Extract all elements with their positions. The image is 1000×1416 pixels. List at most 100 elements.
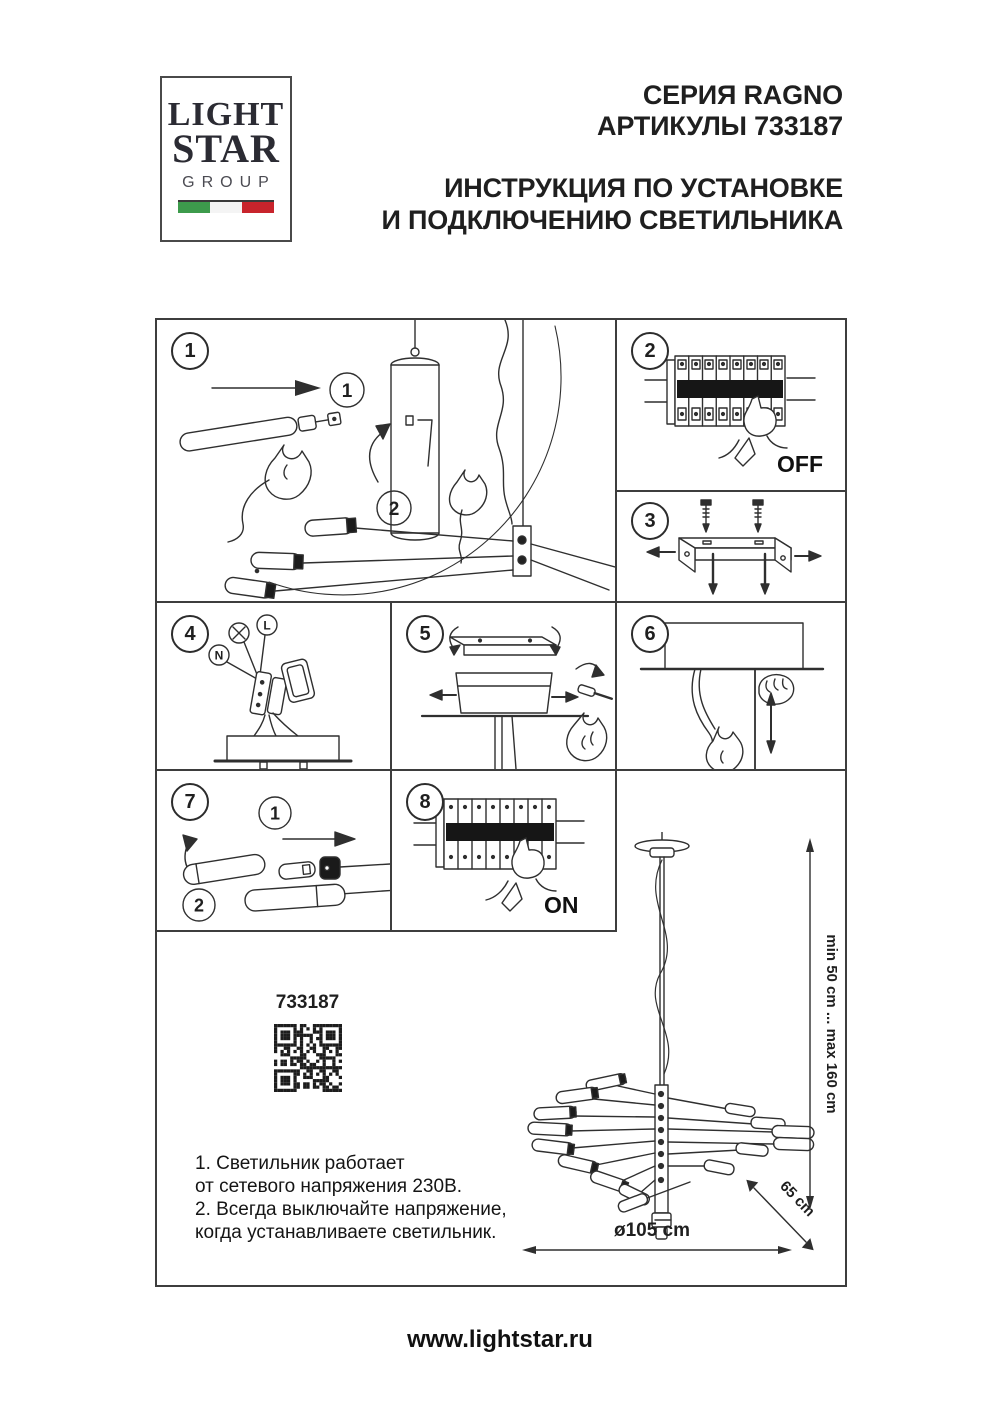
mounting-screws xyxy=(700,499,764,533)
suspension-cables xyxy=(495,320,524,527)
height-dimension: min 50 cm ... max 160 cm xyxy=(806,838,840,1210)
note-line: от сетевого напряжения 230В. xyxy=(195,1176,463,1197)
terminal-leads xyxy=(226,634,266,680)
terminal-block-drawing xyxy=(249,658,316,716)
insert-arrow-icon xyxy=(282,831,356,847)
italian-flag-icon xyxy=(178,200,274,213)
svg-text:2: 2 xyxy=(389,499,400,520)
panel-7: 7 1 2 xyxy=(157,771,390,930)
svg-text:N: N xyxy=(215,649,224,663)
svg-text:1: 1 xyxy=(270,804,280,824)
terminal-l-label: L xyxy=(256,614,278,636)
step-2-badge: 2 xyxy=(376,490,412,526)
grid-line xyxy=(157,769,845,771)
lamp-tube-b xyxy=(244,883,390,912)
left-hand-icon xyxy=(227,444,312,543)
off-label: OFF xyxy=(777,451,823,477)
side-arrows xyxy=(646,546,822,562)
instruction-title-line2: И ПОДКЛЮЧЕНИЮ СВЕТИЛЬНИКА xyxy=(381,205,844,235)
central-rod-drawing xyxy=(390,320,440,541)
height-range-label: min 50 cm ... max 160 cm xyxy=(823,934,840,1113)
note-line: когда устанавливаете светильник. xyxy=(195,1222,497,1243)
logo-text-group: GROUP xyxy=(182,174,276,191)
panel-1-drawing: 2 1 xyxy=(179,320,615,599)
panel-4-number: 4 xyxy=(171,615,209,653)
chandelier-canopy xyxy=(634,832,690,858)
product-code: 733187 xyxy=(275,992,340,1013)
website-url: www.lightstar.ru xyxy=(407,1326,593,1353)
screwdriver-icon xyxy=(575,662,613,700)
panel-6-drawing xyxy=(639,622,825,769)
panel-2-drawing: OFF xyxy=(644,355,823,477)
breaker-panel-drawing xyxy=(413,798,585,870)
radial-lamp-tubes xyxy=(224,517,514,599)
canopy-drawing xyxy=(420,672,590,769)
panel-2: 2 xyxy=(617,320,845,490)
grid-line xyxy=(615,490,845,492)
bracket-drawing xyxy=(449,636,557,656)
panel-7-drawing: 1 2 xyxy=(182,796,390,922)
on-label: ON xyxy=(544,892,579,918)
panel-1: 1 xyxy=(157,320,615,601)
step-1-badge: 1 xyxy=(258,796,292,830)
grid-line xyxy=(615,320,617,932)
note-line: 2. Всегда выключайте напряжение, xyxy=(195,1199,507,1220)
panel-6-number: 6 xyxy=(631,615,669,653)
step-1-badge: 1 xyxy=(329,372,365,408)
note-line: 1. Светильник работает xyxy=(195,1153,405,1174)
panel-8-number: 8 xyxy=(406,783,444,821)
hand-icon xyxy=(566,712,608,762)
panel-8-drawing: ON xyxy=(413,798,585,918)
logo-text-star: STAR xyxy=(172,126,280,171)
safety-notes: 1. Светильник работает от сетевого напря… xyxy=(195,1152,535,1244)
dimension-drawing: min 50 cm ... max 160 cm 65 cm ø105 cm xyxy=(522,832,840,1254)
logo-text-light: LIGHT xyxy=(167,96,285,133)
panel-3: 3 xyxy=(617,492,845,601)
chandelier-arms xyxy=(527,1073,815,1213)
articles-title: АРТИКУЛЫ 733187 xyxy=(597,111,843,141)
diameter-dimension: ø105 cm xyxy=(522,1220,792,1254)
instruction-title: ИНСТРУКЦИЯ ПО УСТАНОВКЕ И ПОДКЛЮЧЕНИЮ СВ… xyxy=(381,172,844,236)
lower-hand-icon xyxy=(705,726,744,769)
step-2-badge: 2 xyxy=(182,888,216,922)
tube-being-inserted xyxy=(179,411,342,452)
panel-4: 4 N L xyxy=(157,603,390,769)
panel-4-drawing: N L xyxy=(208,614,353,769)
panel-5-number: 5 xyxy=(406,615,444,653)
panel-6: 6 xyxy=(617,603,845,769)
panel-3-drawing xyxy=(646,499,822,595)
panel-3-number: 3 xyxy=(631,502,669,540)
svg-text:2: 2 xyxy=(194,896,204,916)
panel-5: 5 xyxy=(392,603,615,769)
lower-hub-drawing xyxy=(512,525,615,591)
pointing-hand-icon xyxy=(485,837,557,912)
right-hand-icon xyxy=(448,469,488,564)
ceiling-box-drawing xyxy=(639,622,825,671)
depth-dimension: 65 cm xyxy=(746,1178,818,1251)
panel-7-number: 7 xyxy=(171,783,209,821)
svg-text:1: 1 xyxy=(342,381,353,402)
insert-arrow-icon xyxy=(211,380,321,396)
earth-symbol-icon xyxy=(228,622,250,644)
upper-hand-icon xyxy=(758,673,795,705)
series-title: СЕРИЯ RAGNO xyxy=(642,80,843,110)
diameter-label: ø105 cm xyxy=(614,1220,690,1241)
grid-line xyxy=(157,930,617,932)
svg-text:L: L xyxy=(263,619,270,633)
up-down-arrow-icon xyxy=(766,692,776,754)
panel-2-number: 2 xyxy=(631,332,669,370)
chandelier-stem xyxy=(654,856,670,1088)
rotate-arrow-icon xyxy=(369,423,391,483)
grid-line xyxy=(390,601,392,932)
mounting-bracket-drawing xyxy=(678,537,792,573)
terminal-n-label: N xyxy=(208,644,230,666)
pointing-hand-icon xyxy=(718,395,788,467)
lamp-tube-a xyxy=(182,853,266,886)
qr-code xyxy=(274,1024,342,1092)
instruction-grid: 1 xyxy=(155,318,847,1287)
hook-arrows xyxy=(449,626,561,656)
panel-1-number: 1 xyxy=(171,332,209,370)
downward-bolts xyxy=(708,552,770,595)
grid-line xyxy=(157,601,845,603)
document-header: СЕРИЯ RAGNO АРТИКУЛЫ 733187 ИНСТРУКЦИЯ П… xyxy=(381,80,844,236)
